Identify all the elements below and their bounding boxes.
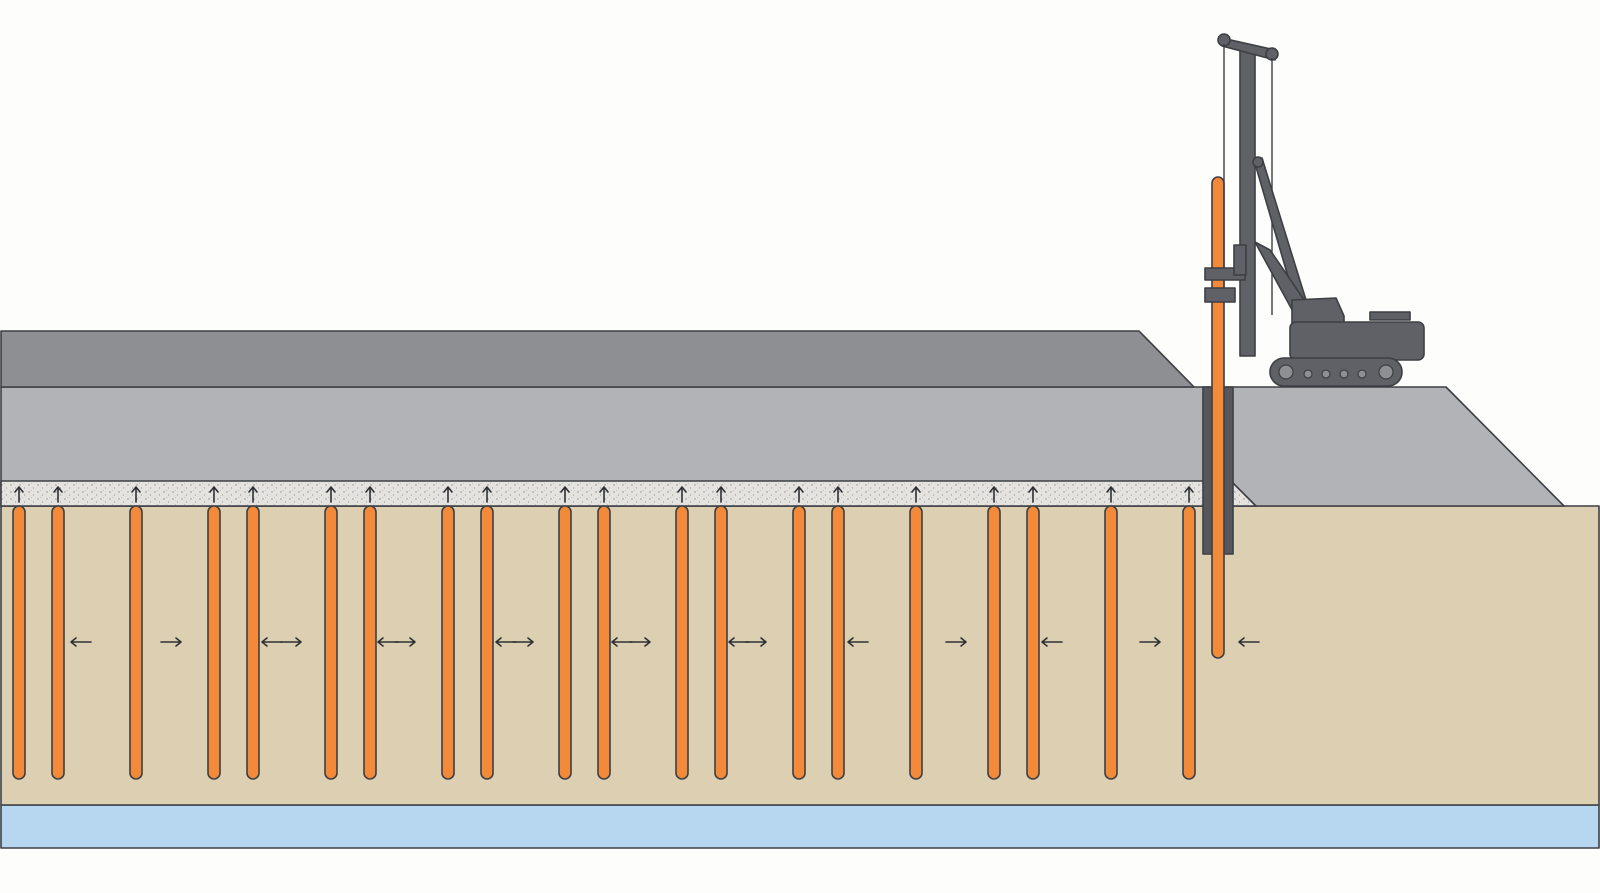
vertical-drain xyxy=(1026,505,1040,780)
lateral-flow-arrow xyxy=(945,637,967,647)
vertical-drain xyxy=(675,505,689,780)
vertical-drain xyxy=(441,505,455,780)
upward-flow-arrow xyxy=(14,486,24,503)
lateral-flow-arrow xyxy=(512,637,534,647)
lateral-flow-arrows xyxy=(70,637,1260,647)
upward-flow-arrow xyxy=(248,486,258,503)
lateral-flow-arrow xyxy=(745,637,767,647)
upward-flow-arrow xyxy=(443,486,453,503)
vertical-drain xyxy=(246,505,260,780)
rig-mast xyxy=(1239,49,1256,357)
vertical-drain xyxy=(597,505,611,780)
vertical-drain xyxy=(51,505,65,780)
lateral-flow-arrow xyxy=(1139,637,1161,647)
upward-flow-arrow xyxy=(53,486,63,503)
lateral-flow-arrow xyxy=(1041,637,1063,647)
upward-flow-arrow xyxy=(560,486,570,503)
lateral-flow-arrow xyxy=(261,637,283,647)
drain-being-installed xyxy=(1211,176,1225,659)
vertical-drain xyxy=(558,505,572,780)
permeable-base-layer xyxy=(0,804,1600,849)
upward-flow-arrow xyxy=(1028,486,1038,503)
vertical-drain xyxy=(1182,505,1196,780)
upward-flow-arrow xyxy=(911,486,921,503)
vertical-drain xyxy=(324,505,338,780)
upward-flow-arrows xyxy=(14,486,1194,503)
lateral-flow-arrow xyxy=(847,637,869,647)
upward-flow-arrow xyxy=(1184,486,1194,503)
vertical-drain xyxy=(1104,505,1118,780)
lateral-flow-arrow xyxy=(629,637,651,647)
upward-flow-arrow xyxy=(716,486,726,503)
vertical-drain xyxy=(714,505,728,780)
vertical-drain xyxy=(831,505,845,780)
crawler-rig-icon xyxy=(1202,33,1425,659)
upward-flow-arrow xyxy=(1106,486,1116,503)
upward-flow-arrow xyxy=(794,486,804,503)
vertical-drains xyxy=(12,505,1196,780)
vertical-drain xyxy=(207,505,221,780)
vertical-drain xyxy=(909,505,923,780)
sand-drainage-blanket xyxy=(0,480,1257,507)
upward-flow-arrow xyxy=(482,486,492,503)
vertical-drain xyxy=(480,505,494,780)
lateral-flow-arrow xyxy=(394,637,416,647)
upward-flow-arrow xyxy=(833,486,843,503)
vertical-drain xyxy=(792,505,806,780)
upward-flow-arrow xyxy=(326,486,336,503)
upward-flow-arrow xyxy=(209,486,219,503)
upward-flow-arrow xyxy=(677,486,687,503)
lateral-flow-arrow xyxy=(70,637,92,647)
vertical-drain xyxy=(12,505,26,780)
vertical-drain xyxy=(987,505,1001,780)
lateral-flow-arrow xyxy=(160,637,182,647)
lateral-flow-arrow xyxy=(611,637,633,647)
embankment-top-layer xyxy=(0,330,1195,388)
vertical-drain xyxy=(129,505,143,780)
upward-flow-arrow xyxy=(365,486,375,503)
upward-flow-arrow xyxy=(599,486,609,503)
vertical-drain xyxy=(363,505,377,780)
upward-flow-arrow xyxy=(131,486,141,503)
upward-flow-arrow xyxy=(989,486,999,503)
lateral-flow-arrow xyxy=(280,637,302,647)
lateral-flow-arrow xyxy=(1238,637,1260,647)
